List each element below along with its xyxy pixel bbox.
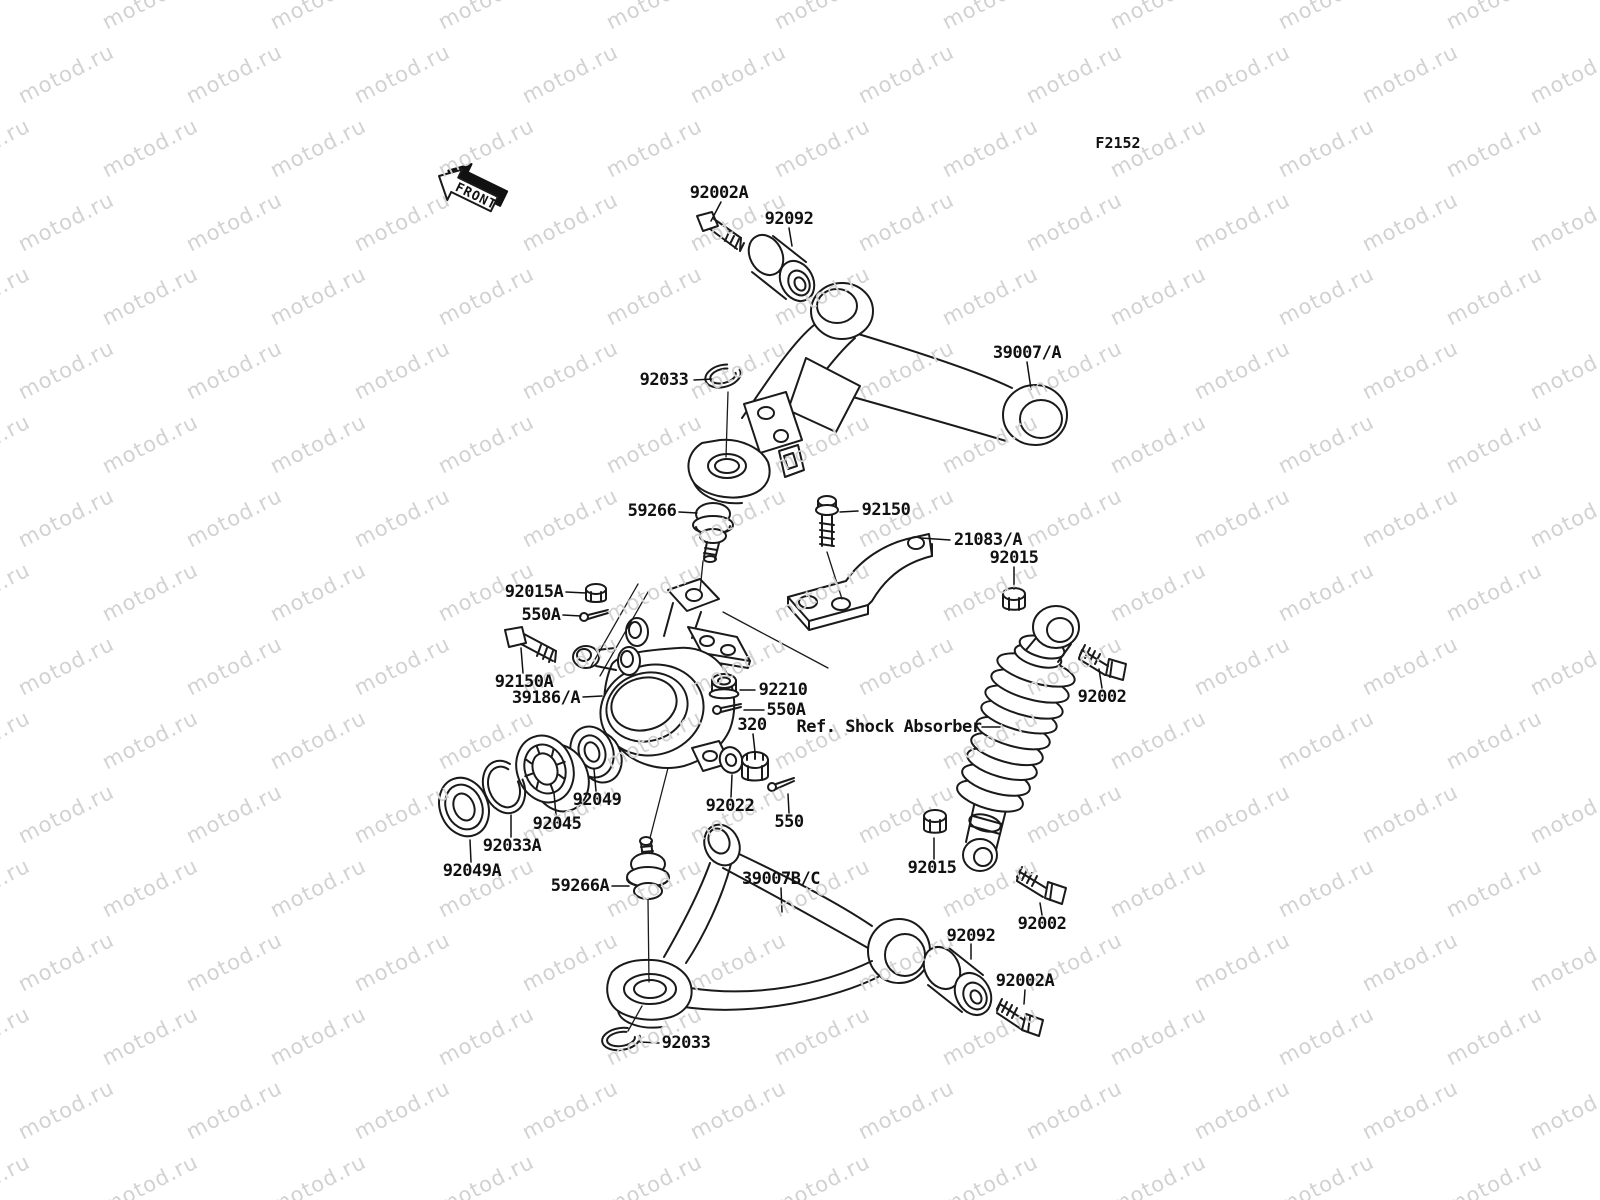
ball-joint-59266 [692,502,734,563]
cotter-pin-550A-left [579,609,609,622]
leader-line [1023,989,1026,1005]
leader-line [562,614,582,617]
leader-line [593,768,597,792]
bolt-92002A-upper [696,211,745,252]
bolt-92002-upper [1078,644,1127,681]
bolt-92150 [815,495,839,547]
circlip-92033-upper [704,363,742,389]
leader-line [787,793,790,814]
leader-line [582,695,603,698]
knuckle-39186A [572,578,751,772]
bushing-92092-upper [747,233,816,303]
nut-92210 [708,673,740,700]
bolt-92002-lower [1016,866,1067,905]
ball-joint-59266A [626,836,670,900]
seal-92049A [438,776,490,838]
front-arrow: FRONT [438,163,509,213]
leader-line [565,591,587,594]
nut-92015-upper [1002,587,1026,611]
leader-line [1039,902,1043,916]
bracket-21083A [787,533,933,631]
leader-line [710,201,722,222]
front-arrow-face [438,168,499,213]
cotter-pin-550 [767,777,795,792]
leader-line [780,887,783,913]
castle-nut-320 [741,751,769,782]
circlip-92033-lower [601,1026,641,1052]
leader-line [1026,361,1032,390]
nut-92015A [585,583,607,603]
leader-line [553,792,557,816]
nut-92015-lower [923,809,947,834]
leader-line [730,774,733,798]
bushing-92092-lower [922,945,993,1017]
bearing-92045 [515,734,590,813]
bolt-92150A [504,626,557,663]
shock-absorber [956,605,1080,872]
leader-line [469,839,472,863]
leader-line [788,227,793,247]
upper-control-arm-39007A [687,282,1068,505]
leader-line [752,733,756,753]
leader-line [678,511,698,514]
leader-line [1098,668,1103,689]
assembly-lines [589,391,843,1032]
leader-lines-layer [469,201,1103,1044]
leader-line [839,510,859,513]
figure-code: F2152 [1095,134,1141,152]
cotter-pin-550A-right [712,703,742,715]
washer-92022 [718,746,744,774]
lower-control-arm-39007BC [606,823,931,1029]
leader-line [920,537,951,541]
leader-line [639,1041,660,1044]
leader-line [693,378,714,381]
leader-line [520,647,524,674]
bolt-92002A-lower [996,998,1044,1037]
